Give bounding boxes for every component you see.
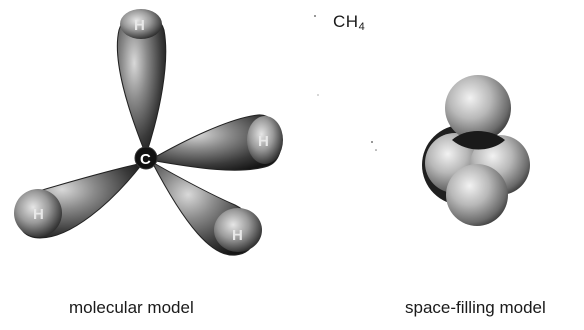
molecular-model: H H H H C (14, 9, 283, 255)
carbon-center: C (135, 147, 157, 169)
methane-formula: CH4 (333, 12, 365, 33)
molecular-model-caption: molecular model (69, 298, 194, 318)
atom-label-h-bottom-right: H (232, 227, 243, 244)
atom-label-h-right: H (258, 133, 269, 150)
bond-lobe-top: H (117, 9, 165, 155)
atom-label-h-left: H (33, 206, 44, 223)
space-filling-model-caption: space-filling model (405, 298, 546, 318)
space-filling-model (422, 75, 530, 226)
hydrogen-sphere-bottom (446, 164, 508, 226)
bond-lobe-left: H (14, 163, 143, 238)
bond-lobe-right: H (150, 115, 283, 170)
scan-specks (314, 15, 377, 151)
atom-label-h-top: H (134, 17, 145, 34)
atom-label-c: C (140, 151, 151, 168)
formula-subscript: 4 (359, 21, 366, 33)
formula-main: CH (333, 12, 359, 31)
bond-lobe-bottom-right: H (152, 162, 262, 255)
